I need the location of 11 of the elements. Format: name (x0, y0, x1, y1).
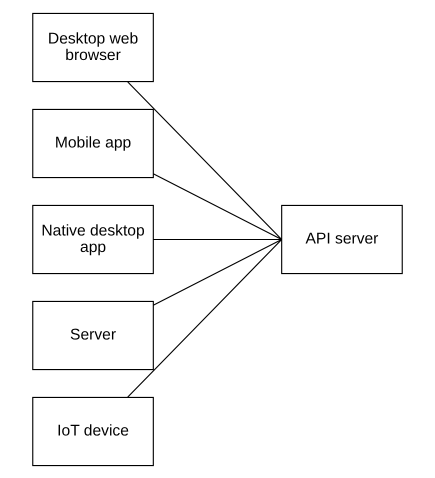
connector (127, 238, 282, 398)
connector (154, 238, 282, 240)
node-box: IoT device (32, 396, 154, 466)
node-box: Native desktop app (32, 204, 154, 274)
node-box: Server (32, 300, 154, 370)
connector (127, 80, 282, 240)
node-box: Mobile app (32, 108, 154, 178)
node-box: API server (281, 204, 403, 274)
node-box: Desktop web browser (32, 12, 154, 82)
connector (153, 172, 282, 240)
connector (153, 238, 282, 306)
